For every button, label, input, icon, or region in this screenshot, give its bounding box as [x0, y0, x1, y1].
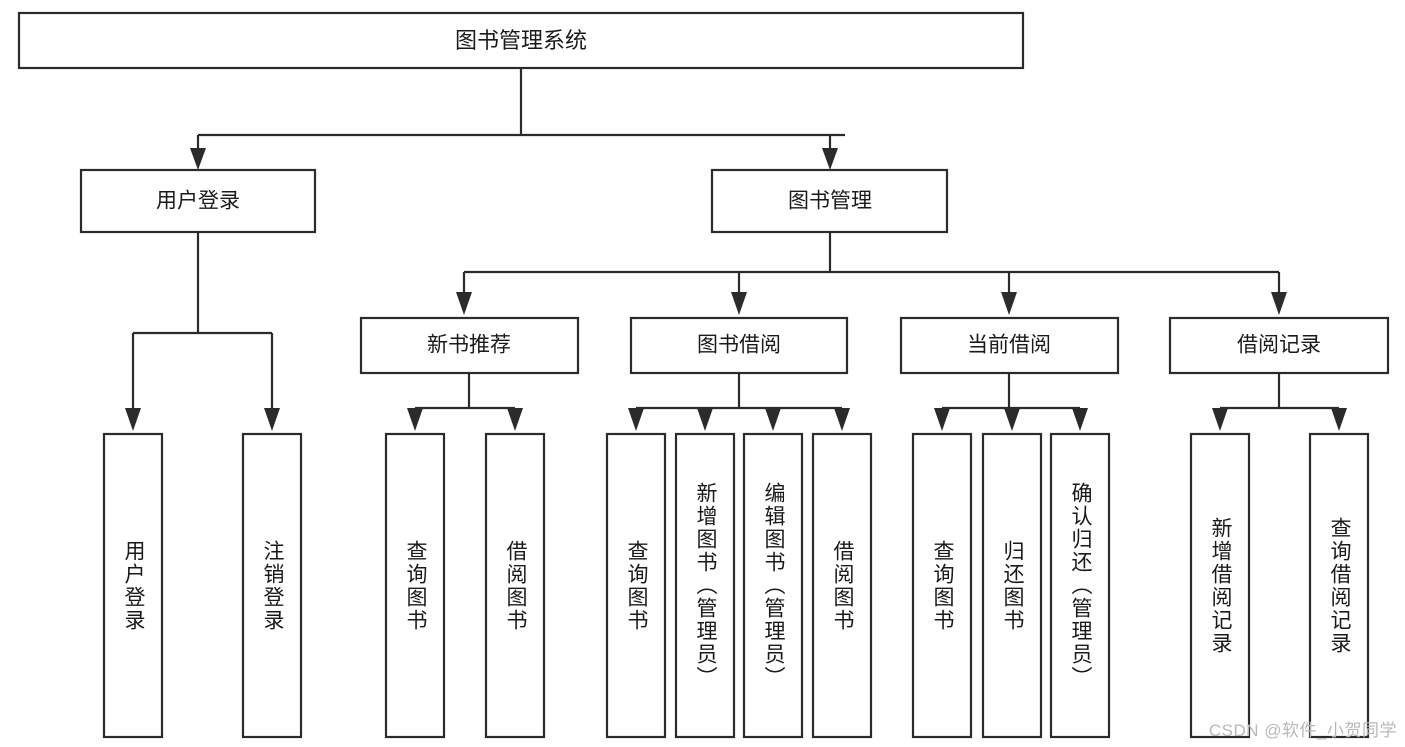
node-book-borrow[interactable]: 图书借阅 [629, 316, 849, 375]
leaf-box-add-borrow-record[interactable] [1189, 432, 1251, 739]
connector-group-book-borrow [628, 373, 850, 431]
arrowhead-new-books-leaf-2 [507, 408, 523, 431]
leaf-box-borrow-books-new[interactable] [484, 432, 546, 739]
node-user-login-box[interactable] [79, 168, 317, 234]
leaf-box-query-books-borrow[interactable] [605, 432, 667, 739]
arrowhead-current-borrow-leaf-3 [1072, 408, 1088, 431]
arrowhead-book-borrow-leaf-4 [834, 408, 850, 431]
leaf-box-edit-book-admin[interactable] [742, 432, 804, 739]
arrowhead-borrow-records-leaf-2 [1331, 408, 1347, 431]
arrowhead-book-borrow-leaf-1 [628, 408, 644, 431]
node-current-borrow-box[interactable] [899, 316, 1120, 375]
arrowhead-book-borrow-leaf-2 [697, 408, 713, 431]
node-book-borrow-label: 图书借阅 [697, 334, 781, 357]
arrowhead-current-borrow-leaf-1 [934, 408, 950, 431]
node-borrow-records-label: 借阅记录 [1237, 334, 1321, 357]
leaf-box-logout-login[interactable] [241, 432, 303, 739]
leaf-box-confirm-return-admin[interactable] [1049, 432, 1111, 739]
node-root-label: 图书管理系统 [455, 28, 587, 53]
leaf-box-query-books-current[interactable] [911, 432, 973, 739]
node-borrow-records-box[interactable] [1168, 316, 1390, 375]
node-current-borrow[interactable]: 当前借阅 [899, 316, 1120, 375]
arrowhead-current-borrow-leaf-2 [1004, 408, 1020, 431]
node-new-book-recommend[interactable]: 新书推荐 [359, 316, 580, 375]
connector-group-borrow-records [1212, 373, 1347, 431]
leaf-box-query-books-new[interactable] [384, 432, 446, 739]
connector-group-root [190, 68, 845, 170]
arrowhead-book-borrow-leaf-3 [765, 408, 781, 431]
node-book-borrow-box[interactable] [629, 316, 849, 375]
node-book-management[interactable]: 图书管理 [710, 168, 949, 234]
arrowhead-new-books-leaf-1 [407, 408, 423, 431]
connector-group-new-books [407, 373, 523, 431]
arrowhead-user-login-leaf-1 [125, 408, 141, 431]
arrowhead-book-mgmt-records [1271, 292, 1287, 315]
leaf-box-query-borrow-record[interactable] [1308, 432, 1370, 739]
arrowhead-book-mgmt-current [1001, 292, 1017, 315]
csdn-watermark: CSDN @软件_小贺同学 [1208, 721, 1397, 740]
leaf-box-add-book-admin[interactable] [674, 432, 736, 739]
node-book-management-label: 图书管理 [788, 190, 872, 213]
arrowhead-root-to-user-login [190, 148, 206, 170]
node-user-login-label: 用户登录 [156, 190, 240, 213]
node-book-management-box[interactable] [710, 168, 949, 234]
leaf-box-borrow-book[interactable] [811, 432, 873, 739]
node-root-box[interactable] [17, 11, 1025, 70]
node-current-borrow-label: 当前借阅 [967, 334, 1051, 357]
arrowhead-book-mgmt-new-books [456, 292, 472, 315]
node-user-login[interactable]: 用户登录 [79, 168, 317, 234]
connector-group-current-borrow [934, 373, 1088, 431]
node-new-book-recommend-label: 新书推荐 [427, 334, 511, 357]
node-root[interactable]: 图书管理系统 [17, 11, 1025, 70]
arrowhead-user-login-leaf-2 [264, 408, 280, 431]
arrowhead-root-to-book-mgmt [822, 148, 838, 170]
arrowhead-borrow-records-leaf-1 [1212, 408, 1228, 431]
leaf-box-return-book[interactable] [981, 432, 1043, 739]
leaf-box-user-login[interactable] [102, 432, 164, 739]
connector-group-user-login [125, 232, 280, 431]
node-new-book-recommend-box[interactable] [359, 316, 580, 375]
node-borrow-records[interactable]: 借阅记录 [1168, 316, 1390, 375]
arrowhead-book-mgmt-borrow [731, 292, 747, 315]
connector-group-book-mgmt [456, 232, 1287, 315]
